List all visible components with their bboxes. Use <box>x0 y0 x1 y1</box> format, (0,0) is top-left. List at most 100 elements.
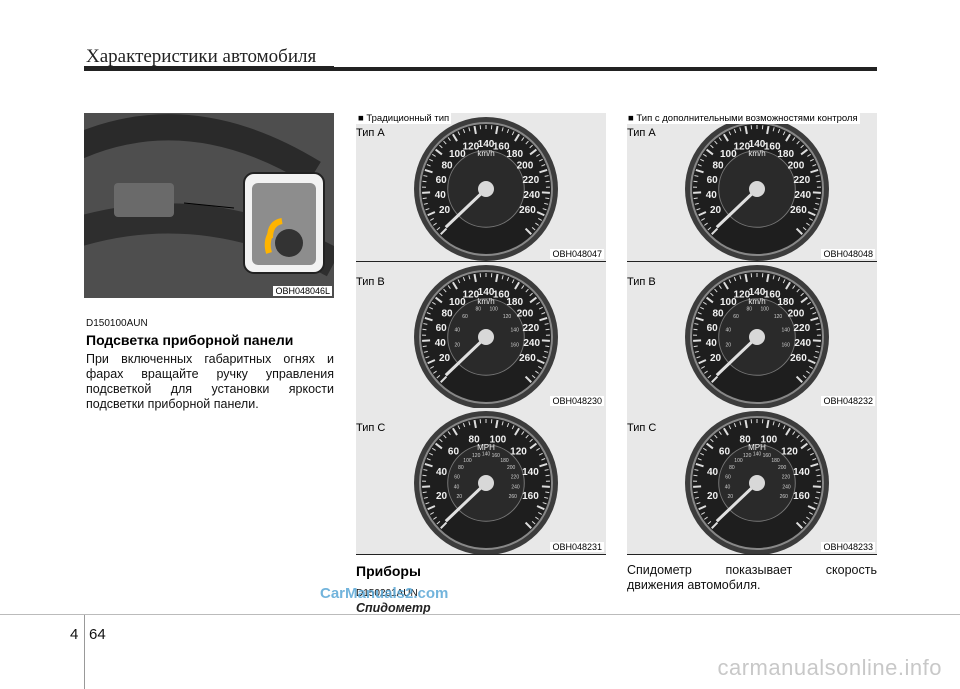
gauge-outer-label: 80 <box>712 161 724 172</box>
gauge-tick <box>541 312 546 315</box>
gauge-tick <box>700 452 705 456</box>
gauge-tick <box>539 317 548 322</box>
gauge-tick <box>501 275 504 280</box>
gauge-tick <box>816 491 821 494</box>
gauge-outer-label: 120 <box>733 290 750 301</box>
gauge-unit: km/h <box>748 149 765 158</box>
gauge-outer-label: 220 <box>523 323 540 334</box>
gauge-outer-label: 240 <box>523 338 540 349</box>
section-code-lighting: D150100AUN <box>86 318 148 329</box>
gauge-inner-label: 80 <box>458 465 464 471</box>
gauge-inner-label: 160 <box>492 453 501 459</box>
gauge-outer-label: 100 <box>449 297 466 308</box>
gauge-outer-label: 80 <box>441 309 453 320</box>
gauge-tick <box>815 175 820 177</box>
gauge-tick <box>544 496 549 499</box>
gauge-type-label: Тип A <box>627 127 656 139</box>
gauge-tick <box>733 128 737 134</box>
gauge-inner-label: 20 <box>726 343 732 349</box>
gauge-tick <box>452 133 458 142</box>
gauge-inner-label: 260 <box>509 494 518 500</box>
gauge-tick <box>795 375 803 383</box>
gauge-inner-label: 140 <box>753 451 762 457</box>
gauge-needle <box>715 187 759 229</box>
gauge-tick <box>544 175 549 177</box>
gauge-tick <box>800 148 808 156</box>
gauge-tick <box>436 521 441 525</box>
gauge-inner-label: 200 <box>778 465 787 471</box>
gauge-type-label: Тип C <box>356 422 386 434</box>
gauge-outer-label: 60 <box>707 175 719 186</box>
gauge-tick <box>542 208 547 211</box>
gauge-tick <box>696 356 701 359</box>
steering-wheel-illustration <box>84 113 334 298</box>
gauge-inner-label: 160 <box>782 343 791 349</box>
gauge-tick <box>697 164 702 167</box>
gauge-unit: MPH <box>748 443 766 452</box>
gauge-outer-label: 160 <box>764 290 781 301</box>
section-title-gauges: Приборы <box>356 563 421 579</box>
gauge-tick <box>426 458 431 461</box>
gauge-tick <box>514 133 520 142</box>
gauge-tick <box>529 296 537 304</box>
gauge-unit: MPH <box>477 443 495 452</box>
gauge-needle <box>444 335 488 377</box>
gauge-tick <box>785 281 791 290</box>
gauge-tick <box>495 419 499 429</box>
gauge-inner-label: 40 <box>455 327 461 333</box>
gauge-outer-label: 260 <box>790 353 807 364</box>
gauge-separator <box>356 261 606 262</box>
gauge-tick <box>815 323 820 325</box>
gauge-tick <box>426 312 431 315</box>
gauge-tick <box>423 496 428 499</box>
gauge-tick <box>815 496 820 499</box>
gauge-tick <box>462 276 466 282</box>
gauge-inner-label: 60 <box>725 474 731 480</box>
gauge-tick <box>697 458 702 461</box>
speedometer-body-text: Спидометр показывает скорость движения а… <box>627 563 877 592</box>
gauge-tick <box>812 458 817 461</box>
gauge-tick <box>777 276 781 282</box>
gauge-outer-label: 80 <box>740 435 752 446</box>
gauge-tick <box>710 144 714 149</box>
gauge-tick <box>542 356 547 359</box>
gauge-tick <box>525 288 529 293</box>
section-code-gauges: D150201AUN <box>356 588 418 599</box>
gauge-tick <box>535 222 539 226</box>
gauge-outer-label: 120 <box>781 446 798 457</box>
gauge-outer-label: 160 <box>793 491 810 502</box>
gauge-tick <box>800 438 804 443</box>
gauge-tick <box>524 375 532 383</box>
gauge-tick <box>457 131 461 136</box>
gauge-tick <box>514 281 520 290</box>
gauge-inner-label: 60 <box>733 314 739 320</box>
gauge-tick <box>529 292 533 297</box>
gauge-inner-label: 20 <box>727 494 733 500</box>
gauge-tick <box>711 521 719 529</box>
gauge-tick <box>806 370 810 374</box>
gauge-tick <box>545 197 550 200</box>
gauge-tick <box>796 140 800 145</box>
gauge-hub <box>478 181 494 197</box>
gauge-tick <box>524 521 532 529</box>
gauge-tick <box>443 288 447 293</box>
gauge-tick <box>807 447 812 451</box>
gauge-tick <box>697 312 702 315</box>
dashboard-photo: OBH048046L <box>84 113 334 298</box>
gauge-tick <box>439 292 443 297</box>
gauge-tick <box>539 169 548 174</box>
gauge-tick <box>706 296 714 304</box>
gauge-tick <box>422 197 427 200</box>
gauge-outer-label: 80 <box>712 309 724 320</box>
gauge-tick <box>435 296 443 304</box>
gauge-outer-label: 80 <box>441 161 453 172</box>
gauge-hub <box>478 329 494 345</box>
gauge-tick <box>694 202 699 205</box>
gauge-outer-label: 60 <box>448 446 460 457</box>
gauge-inner-label: 240 <box>782 484 791 490</box>
gauge-tick <box>506 422 510 428</box>
gauge-tick <box>538 366 542 369</box>
gauge-tick <box>711 375 719 383</box>
gauge-tick <box>541 458 546 461</box>
